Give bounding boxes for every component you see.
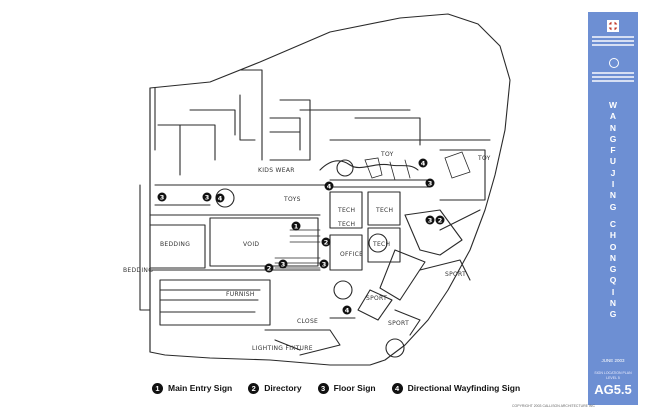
svg-text:4: 4 <box>345 306 350 314</box>
legend-label: Directional Wayfinding Sign <box>407 383 521 393</box>
svg-text:3: 3 <box>322 260 327 268</box>
sign-marker: 3 <box>425 215 435 225</box>
legend-item-wayfinding: 4 Directional Wayfinding Sign <box>391 382 521 394</box>
label-sport-2: SPORT <box>366 295 387 302</box>
legend-label: Floor Sign <box>333 383 376 393</box>
label-tech-2: TECH <box>375 207 393 214</box>
tech-rooms <box>329 191 401 271</box>
sign-marker: 4 <box>215 193 225 203</box>
sign-legend: 1 Main Entry Sign 2 Directory 3 Floor Si… <box>152 381 520 395</box>
label-toys: TOYS <box>283 196 301 203</box>
lower-walls <box>264 317 356 356</box>
firm-text-line <box>592 80 634 82</box>
sign-marker: 3 <box>319 259 329 269</box>
firm-logo-icon <box>607 20 619 32</box>
angled-walls <box>357 209 481 336</box>
building-outline <box>149 13 511 366</box>
label-tech-1: TECH <box>337 207 355 214</box>
label-furnish: FURNISH <box>226 291 255 298</box>
upper-walls <box>154 69 491 176</box>
firm-text-line <box>592 40 634 42</box>
toy-top-shapes <box>364 151 471 181</box>
svg-text:3: 3 <box>281 260 286 268</box>
firm-text-line <box>592 44 634 46</box>
sign-marker: 1 <box>291 221 301 231</box>
label-toy-right: TOY <box>477 155 491 162</box>
sign-marker: 3 <box>157 192 167 202</box>
legend-item-main-entry: 1 Main Entry Sign <box>152 382 233 394</box>
svg-text:2: 2 <box>267 264 272 272</box>
label-close: CLOSE <box>297 318 318 325</box>
label-tech-4: TECH <box>372 241 390 248</box>
svg-text:1: 1 <box>294 222 299 230</box>
column-circle-3 <box>333 280 353 300</box>
svg-text:2: 2 <box>324 238 329 246</box>
svg-text:4: 4 <box>421 159 426 167</box>
label-lighting: LIGHTING FIXTURE <box>252 345 313 352</box>
legend-marker: 2 <box>248 382 260 394</box>
label-office: OFFICE <box>340 251 363 258</box>
drawing-date: JUNE 2003 <box>601 358 625 363</box>
svg-text:4: 4 <box>327 182 332 190</box>
legend-item-floor-sign: 3 Floor Sign <box>317 382 376 394</box>
kiosk-circle <box>336 159 354 177</box>
label-sport-1: SPORT <box>445 271 466 278</box>
room-walls <box>149 217 319 326</box>
label-bedding-side: BEDDING <box>123 267 153 274</box>
label-kids-wear: KIDS WEAR <box>258 167 295 174</box>
copyright-text: COPYRIGHT 2003 CALLISON ARCHITECTURE INC <box>512 404 595 408</box>
legend-marker: 3 <box>317 382 329 394</box>
sign-marker: 3 <box>202 192 212 202</box>
firm-text-line <box>592 76 634 78</box>
sign-marker: 3 <box>278 259 288 269</box>
svg-text:3: 3 <box>428 179 433 187</box>
sign-marker: 3 <box>425 178 435 188</box>
sign-marker: 4 <box>342 305 352 315</box>
sign-marker: 4 <box>324 181 334 191</box>
corridor-lines <box>149 149 486 271</box>
firm-text-line <box>592 72 634 74</box>
sign-marker: 4 <box>418 158 428 168</box>
partner-logo-icon <box>609 58 619 68</box>
entry-circle <box>385 338 405 358</box>
legend-marker: 1 <box>152 382 163 394</box>
svg-text:2: 2 <box>438 216 443 224</box>
sign-marker: 2 <box>264 263 274 273</box>
label-sport-3: SPORT <box>388 320 409 327</box>
label-bedding: BEDDING <box>160 241 190 248</box>
svg-text:4: 4 <box>218 194 223 202</box>
toy-area-curves <box>319 160 419 171</box>
left-wall <box>139 87 151 353</box>
column-circle-2 <box>368 233 388 253</box>
legend-item-directory: 2 Directory <box>248 382 302 394</box>
sheet-number: AG5.5 <box>594 382 632 397</box>
sheet-title: SIGN LOCATION PLAN LEVEL 5 <box>594 371 632 380</box>
legend-marker: 4 <box>391 382 403 394</box>
svg-text:3: 3 <box>428 216 433 224</box>
project-name: W A N G F U J I N G C H O N G Q I N G <box>608 100 618 320</box>
legend-label: Directory <box>264 383 302 393</box>
legend-label: Main Entry Sign <box>168 383 233 393</box>
sign-marker: 2 <box>435 215 445 225</box>
svg-text:3: 3 <box>205 193 210 201</box>
svg-text:3: 3 <box>160 193 165 201</box>
sign-marker: 2 <box>321 237 331 247</box>
label-void: VOID <box>243 241 259 248</box>
firm-text-line <box>592 36 634 38</box>
title-block: W A N G F U J I N G C H O N G Q I N G JU… <box>588 12 638 405</box>
escalators <box>274 229 321 269</box>
label-tech-3: TECH <box>337 221 355 228</box>
label-toy-top: TOY <box>380 151 394 158</box>
